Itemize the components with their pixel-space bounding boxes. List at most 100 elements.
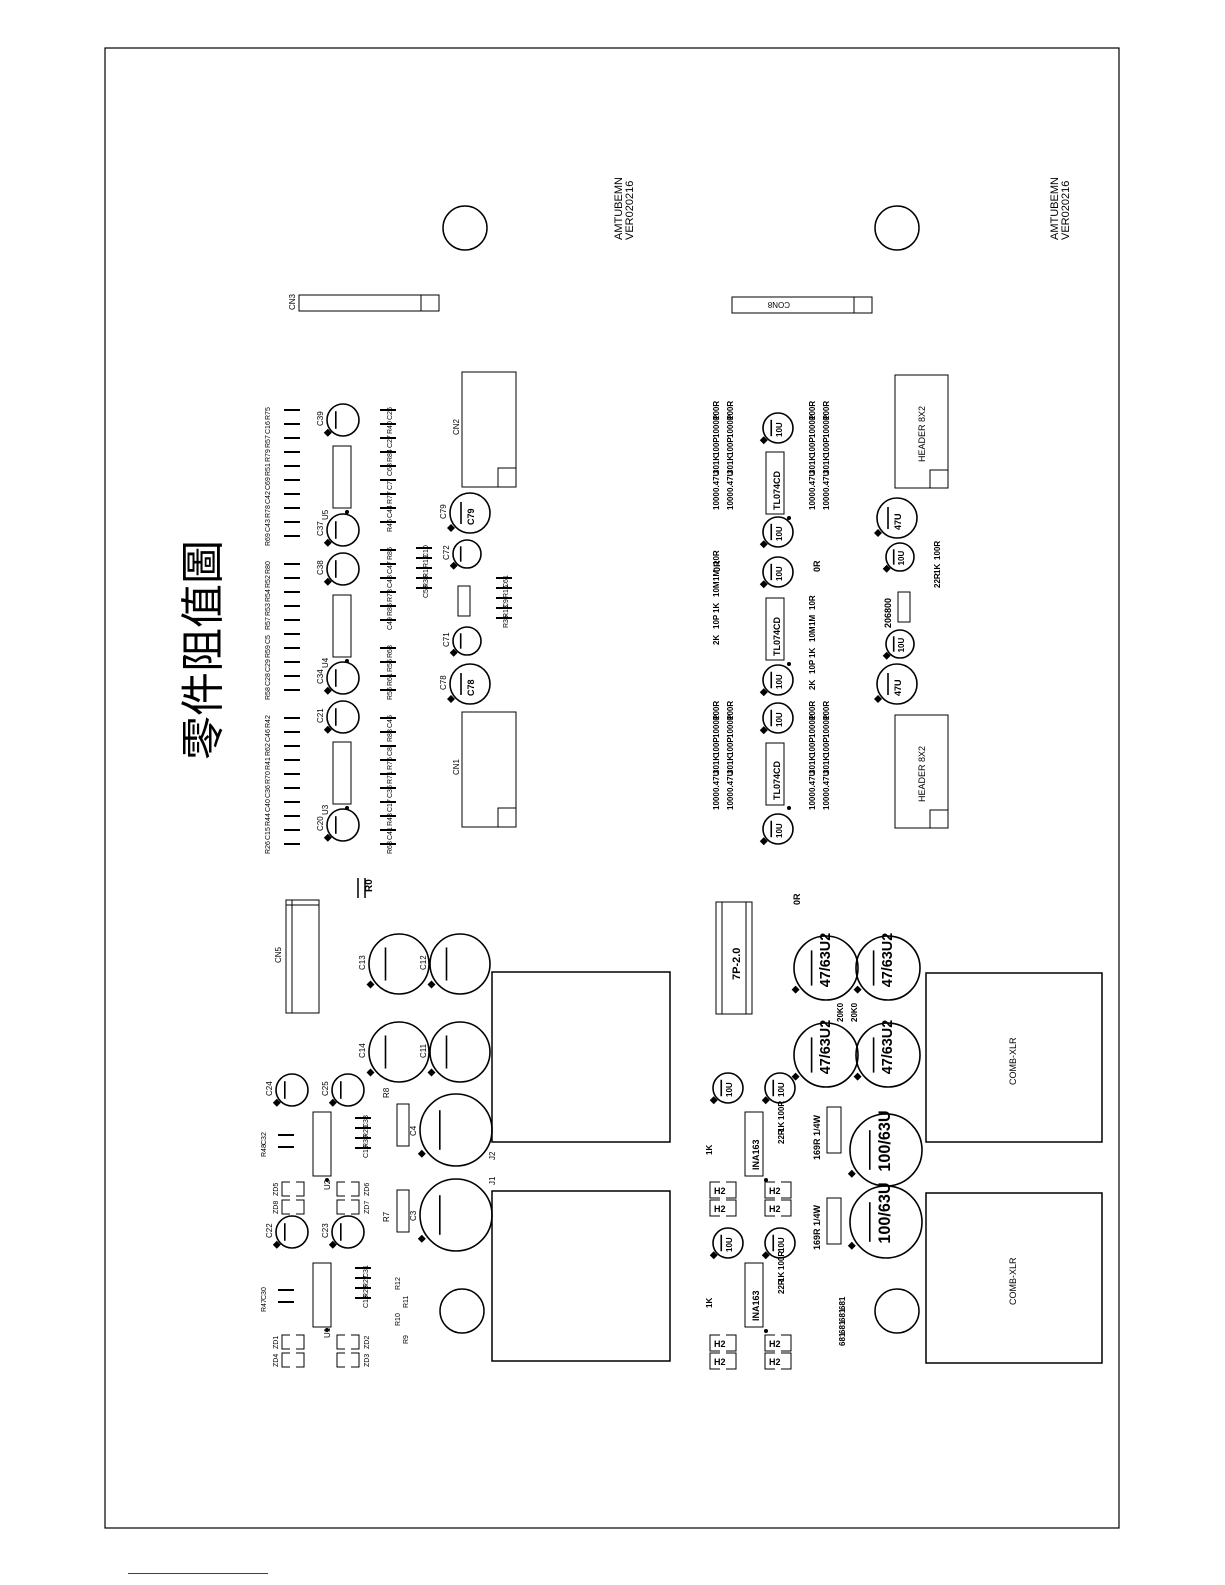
capacitor-value: C78 bbox=[466, 679, 476, 696]
smd-value-label: 100P bbox=[726, 437, 735, 456]
smd-value-label: 22R bbox=[777, 1279, 786, 1294]
smd-value-label: 100P bbox=[822, 437, 831, 456]
zener-label: ZD8 bbox=[273, 1201, 280, 1214]
h2-label: H2 bbox=[714, 1339, 726, 1349]
capacitor-value: 47/63U2 bbox=[818, 933, 834, 987]
smd-value-label: 1000 bbox=[808, 492, 817, 510]
smd-bl-d-label: R47 bbox=[261, 1299, 268, 1312]
smd-value-label: 100P bbox=[712, 737, 721, 756]
capacitor bbox=[761, 1227, 796, 1260]
smd-bl-c-label: C18 bbox=[363, 1295, 370, 1308]
r7-label: R7 bbox=[382, 1211, 391, 1222]
smd-left-b-label: R43 bbox=[387, 813, 394, 826]
smd-value-label: 100R bbox=[933, 541, 942, 560]
r8-label: R8 bbox=[382, 1087, 391, 1098]
cn5-label: CN5 bbox=[274, 946, 283, 963]
h2-pad: H2 bbox=[764, 1199, 792, 1217]
capacitor bbox=[759, 516, 794, 549]
smd-left-a-label: R54 bbox=[265, 589, 272, 602]
smd-bl-d-label: C30 bbox=[261, 1287, 268, 1300]
u3-label: U3 bbox=[321, 804, 330, 815]
smd-left-a-label: C42 bbox=[265, 491, 272, 504]
capacitor bbox=[759, 813, 794, 846]
capacitor-value: 47U bbox=[893, 513, 903, 530]
capacitor bbox=[759, 556, 794, 589]
smd-left-a-label: R57 bbox=[265, 617, 272, 630]
smd-value-label: 681 bbox=[838, 1296, 847, 1310]
capacitor-value: 10U bbox=[897, 638, 906, 653]
h2-label: H2 bbox=[769, 1186, 781, 1196]
ic-ina163-bottom: INA163 bbox=[744, 1262, 768, 1333]
smd-left-a-label: R44 bbox=[265, 813, 272, 826]
capacitor bbox=[366, 1021, 430, 1083]
connector-con8: CON8 bbox=[731, 296, 873, 314]
zener-diode bbox=[281, 1334, 305, 1350]
h2-pad: H2 bbox=[709, 1181, 737, 1199]
ina163-label: INA163 bbox=[751, 1290, 761, 1321]
smd-value-label: 10P bbox=[808, 659, 817, 674]
smd-value-label: 1K bbox=[705, 1145, 714, 1155]
smd-left-b-label: R68 bbox=[387, 841, 394, 854]
smd-value-label: 100R bbox=[726, 701, 735, 720]
ic-tl074-mid: TL074CD bbox=[765, 597, 791, 666]
c71-label: C71 bbox=[442, 632, 451, 647]
h2-pad: H2 bbox=[764, 1181, 792, 1199]
smd-left-b-label: R63 bbox=[387, 645, 394, 658]
smd-value-label: 301K bbox=[712, 455, 721, 474]
ic-u1: U1 bbox=[312, 1262, 332, 1338]
smd-left-a-label: R58 bbox=[265, 687, 272, 700]
capacitor bbox=[791, 935, 859, 1001]
capacitor-value: 10U bbox=[725, 1237, 734, 1252]
smd-left-a-label: C69 bbox=[265, 477, 272, 490]
smd-value-label: 1M bbox=[808, 615, 817, 626]
smd-left-a-label: C36 bbox=[265, 785, 272, 798]
capacitor-value: C79 bbox=[466, 508, 476, 525]
resistor-r8 bbox=[396, 1103, 410, 1147]
capacitor bbox=[427, 933, 491, 995]
c3-label: C3 bbox=[409, 1210, 418, 1221]
smd-value-label: 301K bbox=[822, 455, 831, 474]
smd-left-a-label: R75 bbox=[265, 407, 272, 420]
capacitor bbox=[853, 1022, 921, 1088]
smd-value-label: 1000P bbox=[808, 714, 817, 738]
smd-value-label: 1000P bbox=[822, 414, 831, 438]
smd-value-label: 100R bbox=[808, 401, 817, 420]
header-8x2-label: HEADER 8X2 bbox=[917, 406, 927, 462]
c38-label: C38 bbox=[316, 560, 325, 575]
smd-left-b-label: R46 bbox=[387, 519, 394, 532]
capacitor bbox=[759, 664, 794, 697]
smd-value-label: 10M bbox=[808, 626, 817, 642]
smd-value-label: 1000 bbox=[822, 792, 831, 810]
smd-left-b-label: R71 bbox=[387, 771, 394, 784]
smd-left-c-label: R19 bbox=[423, 555, 430, 568]
c21-label: C21 bbox=[316, 708, 325, 723]
zener-diode bbox=[336, 1181, 360, 1197]
capacitor bbox=[427, 1021, 491, 1083]
smd-value-label: 301K bbox=[822, 755, 831, 774]
smd-left-b-label: C27 bbox=[387, 435, 394, 448]
capacitor-value: 100/63U bbox=[876, 1110, 894, 1171]
c14-label: C14 bbox=[358, 1043, 367, 1058]
capacitor bbox=[328, 1215, 365, 1249]
smd-bl-a-label: R48 bbox=[261, 1144, 268, 1157]
capacitor bbox=[874, 497, 918, 539]
smd-value-label: 2K bbox=[808, 680, 817, 690]
smd-left-a-label: C5 bbox=[265, 635, 272, 644]
smd-left-b-label: C68 bbox=[387, 463, 394, 476]
smd-left-b-label: C7 bbox=[387, 481, 394, 490]
smd-left-c-label: C58 bbox=[423, 585, 430, 598]
smd-value-label: 100R bbox=[712, 401, 721, 420]
smd-value-label: 1000 bbox=[822, 492, 831, 510]
version-left-line2: VER020216 bbox=[624, 181, 636, 240]
capacitor bbox=[709, 1227, 744, 1260]
smd-value-label: 0.47U bbox=[822, 770, 831, 792]
c78-label: C78 bbox=[439, 675, 448, 690]
smd-left-d-label: R35 bbox=[503, 615, 510, 628]
j2-label: J2 bbox=[488, 1151, 497, 1160]
h2-pad: H2 bbox=[764, 1334, 792, 1352]
zener-diode bbox=[336, 1352, 360, 1368]
capacitor-value: 10U bbox=[775, 674, 784, 689]
capacitor bbox=[328, 1073, 365, 1107]
smd-left-a-label: R70 bbox=[265, 771, 272, 784]
